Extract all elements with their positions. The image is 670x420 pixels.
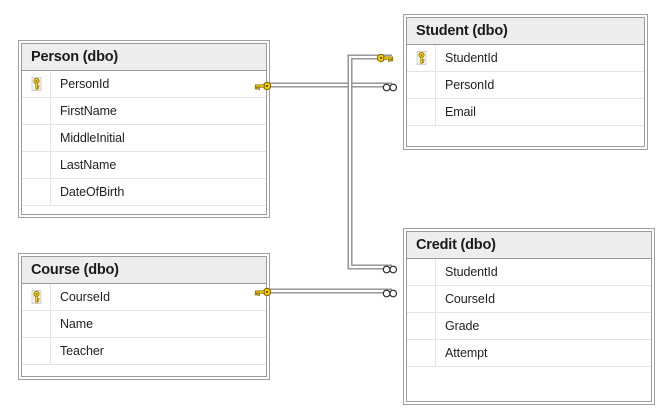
table-title[interactable]: Person (dbo) <box>22 44 266 71</box>
table-title[interactable]: Credit (dbo) <box>407 232 651 259</box>
column-name[interactable]: Email <box>445 105 476 119</box>
primary-key-cell[interactable] <box>407 45 436 71</box>
column-name[interactable]: FirstName <box>60 104 117 118</box>
column-row[interactable]: FirstName <box>22 98 266 125</box>
key-icon <box>376 53 394 63</box>
primary-key-cell[interactable] <box>22 71 51 97</box>
column-name[interactable]: CourseId <box>60 290 110 304</box>
row-selector-cell[interactable] <box>22 206 50 214</box>
relationship-key-icon <box>376 51 395 69</box>
column-row[interactable]: LastName <box>22 152 266 179</box>
key-icon <box>31 290 41 304</box>
column-row[interactable]: MiddleInitial <box>22 125 266 152</box>
column-row[interactable]: Teacher <box>22 338 266 365</box>
relationship-infinity-icon <box>382 262 398 280</box>
row-selector-cell[interactable] <box>22 338 51 364</box>
column-row[interactable]: CourseId <box>22 284 266 311</box>
column-name[interactable]: StudentId <box>445 265 498 279</box>
row-selector-cell[interactable] <box>407 72 436 98</box>
key-icon <box>254 81 272 91</box>
column-row[interactable]: PersonId <box>22 71 266 98</box>
empty-column-name[interactable] <box>50 365 266 376</box>
row-selector-cell[interactable] <box>22 152 51 178</box>
column-name[interactable]: PersonId <box>60 77 110 91</box>
empty-row[interactable] <box>22 365 266 376</box>
key-icon <box>254 287 272 297</box>
row-selector-cell[interactable] <box>407 313 436 339</box>
table-title[interactable]: Student (dbo) <box>407 18 644 45</box>
column-row[interactable]: StudentId <box>407 259 651 286</box>
primary-key-cell[interactable] <box>22 284 51 310</box>
column-row[interactable]: DateOfBirth <box>22 179 266 206</box>
column-name[interactable]: Teacher <box>60 344 104 358</box>
row-selector-cell[interactable] <box>22 365 50 376</box>
key-icon <box>416 51 426 65</box>
row-selector-cell[interactable] <box>407 126 435 146</box>
column-row[interactable]: Grade <box>407 313 651 340</box>
column-row[interactable]: Name <box>22 311 266 338</box>
relationship-infinity-icon <box>382 286 398 304</box>
column-row[interactable]: StudentId <box>407 45 644 72</box>
column-name[interactable]: Attempt <box>445 346 488 360</box>
row-selector-cell[interactable] <box>407 99 436 125</box>
column-row[interactable]: CourseId <box>407 286 651 313</box>
column-name[interactable]: LastName <box>60 158 117 172</box>
column-name[interactable]: StudentId <box>445 51 498 65</box>
relationship-key-icon <box>253 285 272 303</box>
table-title[interactable]: Course (dbo) <box>22 257 266 284</box>
row-selector-cell[interactable] <box>22 179 51 205</box>
relationship-infinity-icon <box>382 80 398 98</box>
infinity-icon <box>382 83 398 91</box>
column-name[interactable]: CourseId <box>445 292 495 306</box>
column-name[interactable]: MiddleInitial <box>60 131 125 145</box>
column-row[interactable]: Email <box>407 99 644 126</box>
row-selector-cell[interactable] <box>22 311 51 337</box>
row-selector-cell[interactable] <box>407 367 435 401</box>
key-icon <box>31 77 41 91</box>
column-row[interactable]: Attempt <box>407 340 651 367</box>
relationship-key-icon <box>253 79 272 97</box>
column-row[interactable]: PersonId <box>407 72 644 99</box>
row-selector-cell[interactable] <box>22 125 51 151</box>
empty-row[interactable] <box>407 367 651 401</box>
row-selector-cell[interactable] <box>22 98 51 124</box>
column-name[interactable]: Grade <box>445 319 480 333</box>
column-name[interactable]: PersonId <box>445 78 495 92</box>
infinity-icon <box>382 265 398 273</box>
empty-column-name[interactable] <box>435 367 651 401</box>
row-selector-cell[interactable] <box>407 340 436 366</box>
column-name[interactable]: DateOfBirth <box>60 185 125 199</box>
empty-column-name[interactable] <box>435 126 644 146</box>
row-selector-cell[interactable] <box>407 286 436 312</box>
empty-row[interactable] <box>22 206 266 214</box>
infinity-icon <box>382 289 398 297</box>
empty-column-name[interactable] <box>50 206 266 214</box>
empty-row[interactable] <box>407 126 644 146</box>
column-name[interactable]: Name <box>60 317 93 331</box>
row-selector-cell[interactable] <box>407 259 436 285</box>
